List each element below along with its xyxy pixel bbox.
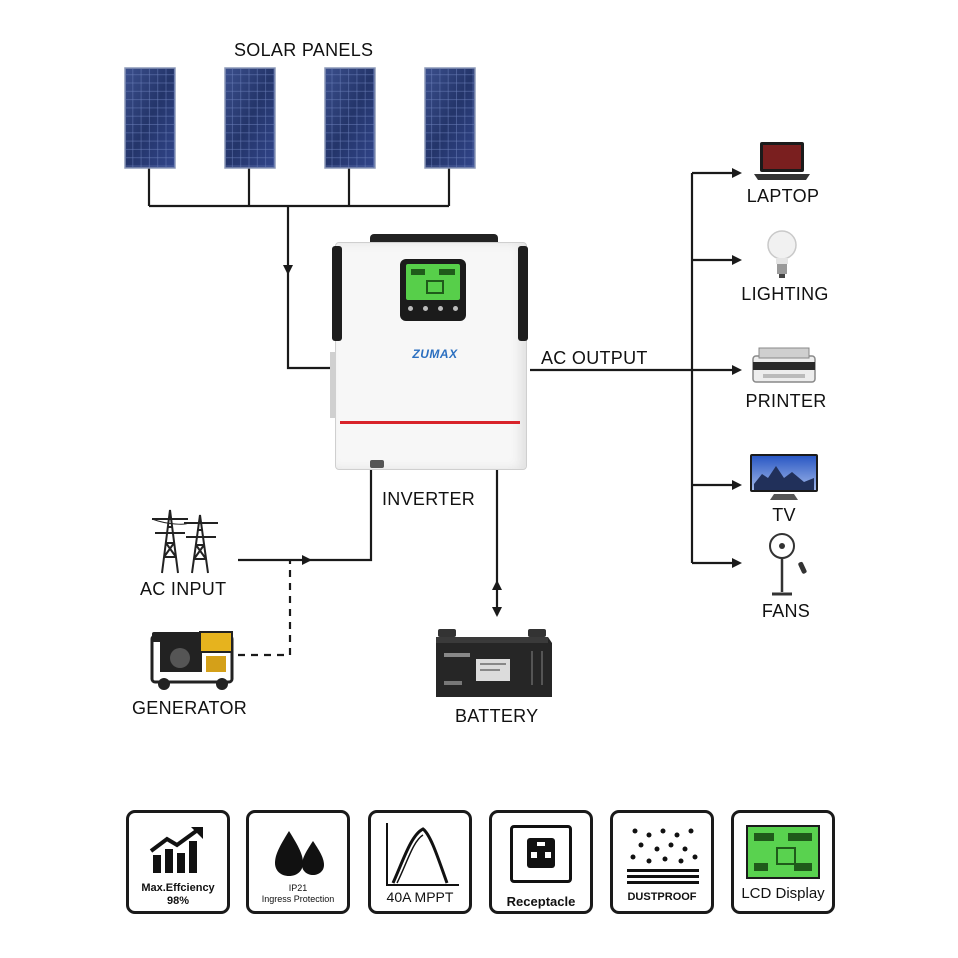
lcd-buttons <box>408 306 458 314</box>
side-port <box>330 352 336 418</box>
battery-label: BATTERY <box>455 706 539 726</box>
solar-panel-icon <box>224 67 276 169</box>
generator-icon <box>150 631 234 690</box>
light-bulb-icon <box>767 230 797 278</box>
feature-sublabel: 98% <box>166 895 190 907</box>
solar-panels-label: SOLAR PANELS <box>234 40 374 60</box>
lcd-panel <box>400 259 466 321</box>
feature-label: 40A MPPT <box>386 889 454 905</box>
feature-lcd: LCD Display <box>731 810 835 914</box>
feature-efficiency: Max.Effciency 98% <box>126 810 230 914</box>
feature-mppt: 40A MPPT <box>368 810 472 914</box>
battery-icon <box>436 629 552 697</box>
feature-ip21: IP21 Ingress Protection <box>246 810 350 914</box>
laptop-icon <box>754 142 810 180</box>
feature-label: DUSTPROOF <box>627 891 697 903</box>
bar-chart-arrow-icon <box>149 827 203 873</box>
inverter-label: INVERTER <box>382 489 476 509</box>
inverter-side-right <box>518 246 528 341</box>
brand-logo: ZUMAX <box>412 347 458 361</box>
generator-label: GENERATOR <box>132 698 248 718</box>
feature-sublabel: Ingress Protection <box>261 894 335 904</box>
fan-icon <box>769 533 807 596</box>
load-label-printer: PRINTER <box>745 391 827 411</box>
load-label-tv: TV <box>772 505 796 525</box>
socket-icon <box>510 825 572 883</box>
tv-icon <box>750 454 818 500</box>
mppt-curve-icon <box>386 823 459 886</box>
power-pylon-icon <box>151 509 218 574</box>
solar-panel-icon <box>324 67 376 169</box>
feature-label: IP21 <box>288 883 308 893</box>
inverter-side-left <box>332 246 342 341</box>
printer-icon <box>752 347 816 383</box>
load-label-laptop: LAPTOP <box>746 186 820 206</box>
lcd-screen-icon <box>746 825 820 879</box>
solar-panel-icon <box>124 67 176 169</box>
solar-panel-icon <box>424 67 476 169</box>
load-label-lighting: LIGHTING <box>741 284 829 304</box>
bottom-port <box>370 460 384 468</box>
feature-dustproof: DUSTPROOF <box>610 810 714 914</box>
inverter-unit: ZUMAX <box>330 234 530 470</box>
inverter-top-handle <box>370 234 498 244</box>
feature-label: Receptacle <box>506 894 576 909</box>
feature-label: Max.Effciency <box>141 882 215 894</box>
water-drops-icon <box>275 831 324 876</box>
feature-label: LCD Display <box>741 885 825 902</box>
dust-particles-icon <box>627 828 699 884</box>
feature-receptacle: Receptacle <box>489 810 593 914</box>
ac-input-label: AC INPUT <box>140 579 227 599</box>
load-label-fans: FANS <box>761 601 811 621</box>
lcd-screen <box>406 264 460 300</box>
red-stripe <box>340 421 520 424</box>
ac-output-label: AC OUTPUT <box>541 348 648 368</box>
solar-panel-array <box>124 67 476 169</box>
